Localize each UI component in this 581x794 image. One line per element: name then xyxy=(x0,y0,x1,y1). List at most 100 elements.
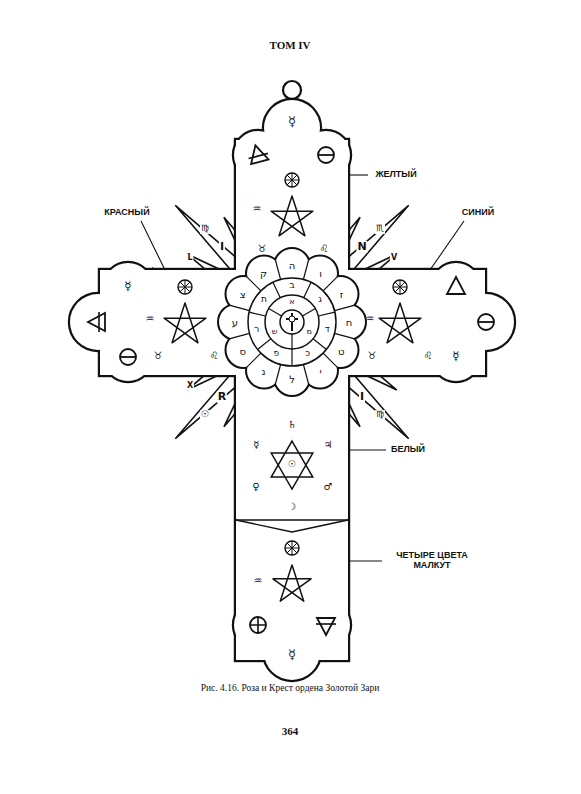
petal-division xyxy=(245,353,261,369)
ray-letter: X xyxy=(186,382,194,391)
salt-bar xyxy=(120,356,136,358)
symbol-glyph: ♌ xyxy=(424,350,433,361)
rose xyxy=(219,249,365,395)
symbol-glyph: ק xyxy=(260,267,267,278)
cross-lobe xyxy=(234,601,282,649)
symbol-glyph: ד xyxy=(325,325,330,335)
petal-division xyxy=(318,312,335,316)
leader-line xyxy=(141,221,165,270)
ray-letter: L xyxy=(186,254,193,263)
salt-bar xyxy=(318,154,334,156)
symbol-glyph: ☿ xyxy=(288,648,296,662)
cross-lobe xyxy=(234,131,282,179)
symbol-glyph: ♃ xyxy=(324,439,333,450)
hanging-ring xyxy=(283,81,301,99)
element-triangle xyxy=(316,618,336,635)
cross-lobe xyxy=(432,333,480,381)
ray-letter: ☉ xyxy=(200,410,210,420)
petal-division xyxy=(323,275,339,291)
petal-division xyxy=(291,349,292,366)
symbol-glyph: ♄ xyxy=(288,419,297,430)
running-header: ТОМ IV xyxy=(269,39,310,51)
symbol-glyph: ה xyxy=(289,260,296,271)
symbol-glyph: ט xyxy=(338,345,344,356)
symbol-glyph: ♂ xyxy=(324,481,333,492)
symbol-glyph: י xyxy=(319,366,321,377)
earth-symbol xyxy=(250,617,266,633)
rose-disc xyxy=(242,272,342,372)
ray-letter: ♍ xyxy=(200,224,210,234)
symbol-glyph: ב xyxy=(289,281,294,291)
petal-division xyxy=(249,312,266,316)
symbol-glyph: נ xyxy=(261,366,265,377)
symbol-glyph: כ xyxy=(305,349,310,359)
petal-division xyxy=(269,309,282,317)
pentagram xyxy=(271,196,313,236)
leader-line xyxy=(430,221,464,270)
cross-body xyxy=(70,100,514,680)
symbol-glyph: ז xyxy=(340,288,343,299)
salt-symbol xyxy=(478,314,494,330)
symbol-glyph: ו xyxy=(319,267,322,278)
symbol-glyph: ש xyxy=(272,328,278,337)
symbol-glyph: ♒ xyxy=(146,313,155,324)
cross-lobe xyxy=(104,333,152,381)
salt-symbol xyxy=(318,147,334,163)
symbol-glyph: ☉ xyxy=(288,460,296,470)
symbol-glyph: ♌ xyxy=(320,243,329,254)
ray-letter: I xyxy=(359,391,365,403)
wheel-spoke xyxy=(180,282,190,292)
earth-bar xyxy=(250,617,266,633)
ray-letter: ♍ xyxy=(375,410,385,420)
cross-lobe xyxy=(302,131,350,179)
symbol-glyph: ♉ xyxy=(368,350,377,361)
symbol-glyph: צ xyxy=(240,288,246,299)
cross-arm xyxy=(100,270,485,375)
cross-lobe xyxy=(302,131,350,179)
middle-ring xyxy=(248,278,336,366)
petal-division xyxy=(302,309,315,317)
petal-division xyxy=(303,258,309,279)
inner-ring xyxy=(265,295,319,349)
ray-letter: I xyxy=(219,241,225,253)
element-triangle xyxy=(88,312,105,332)
wheel-symbol xyxy=(285,173,299,187)
leader-line xyxy=(349,449,386,450)
pentagram xyxy=(379,303,421,343)
symbol-glyph: ☽ xyxy=(288,501,297,512)
color-callout: ЖЕЛТЫЙ xyxy=(375,170,416,180)
central-rose xyxy=(289,316,295,322)
petal-division xyxy=(335,333,356,339)
symbol-glyph: ♒ xyxy=(366,313,375,324)
wheel-symbol xyxy=(285,541,299,555)
leader-line xyxy=(350,174,368,175)
symbol-glyph: ל xyxy=(289,374,295,385)
ray-letter: V xyxy=(390,254,398,263)
symbol-glyph: ♀ xyxy=(252,481,259,492)
petal-division xyxy=(304,282,311,297)
cross-lobe xyxy=(104,263,152,311)
petal-division xyxy=(273,282,280,297)
triangle-bar xyxy=(249,153,268,158)
wheel-spoke xyxy=(395,282,405,292)
color-callout: СИНИЙ xyxy=(462,208,494,218)
petal-division xyxy=(303,365,309,386)
wheel-symbol xyxy=(393,280,407,294)
cross-arm xyxy=(236,140,348,660)
malkuth-division xyxy=(236,519,348,521)
element-triangle xyxy=(447,277,465,294)
ray-letter: ♏ xyxy=(375,224,385,234)
symbol-glyph: ג xyxy=(318,295,322,305)
color-callout: ЧЕТЫРЕ ЦВЕТА МАЛКУТ xyxy=(386,551,478,571)
symbol-glyph: ♉ xyxy=(258,243,267,254)
symbol-glyph: מ xyxy=(307,328,312,337)
petal-division xyxy=(275,258,281,279)
cross-lobe xyxy=(104,263,152,311)
petal-division xyxy=(335,305,356,311)
symbol-glyph: ☿ xyxy=(288,115,296,129)
malkuth-division xyxy=(236,520,348,532)
petal-division xyxy=(228,333,249,339)
page-number: 364 xyxy=(282,725,299,737)
cross-lobe xyxy=(432,333,480,381)
symbol-glyph: ☿ xyxy=(253,439,259,450)
